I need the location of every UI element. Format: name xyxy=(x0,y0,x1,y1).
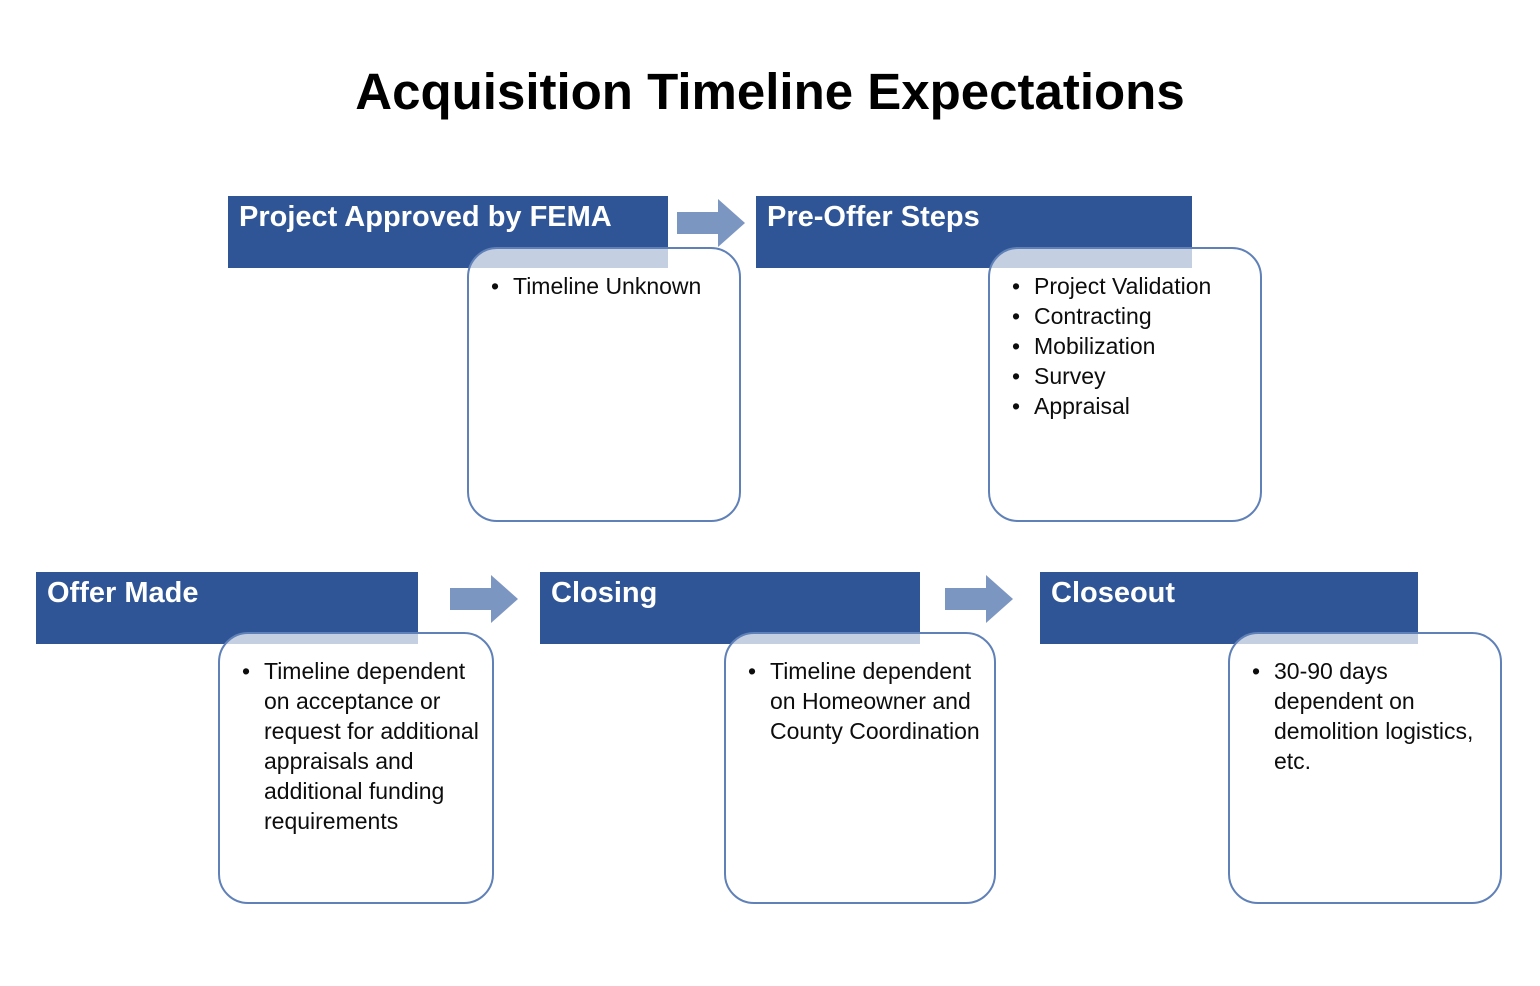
bullet-item: Project Validation xyxy=(1012,271,1257,301)
step-bar-closing: Closing xyxy=(540,572,920,644)
bullet-item: Timeline Unknown xyxy=(491,271,736,301)
bullet-list: Timeline Unknown xyxy=(469,249,739,301)
detail-box-project-approved: Timeline Unknown xyxy=(467,247,741,522)
bullet-item: Timeline dependent on Homeowner and Coun… xyxy=(748,656,991,746)
step-bar-project-approved-by-fema: Project Approved by FEMA xyxy=(228,196,668,268)
detail-box-closing: Timeline dependent on Homeowner and Coun… xyxy=(724,632,996,904)
step-bar-label: Closeout xyxy=(1051,577,1176,609)
bullet-item: Contracting xyxy=(1012,301,1257,331)
detail-box-pre-offer-steps: Project ValidationContractingMobilizatio… xyxy=(988,247,1262,522)
flow-arrow-icon xyxy=(450,575,518,623)
detail-box-closeout: 30-90 days dependent on demolition logis… xyxy=(1228,632,1502,904)
bullet-list: 30-90 days dependent on demolition logis… xyxy=(1230,634,1500,776)
step-bar-label: Pre-Offer Steps xyxy=(767,201,980,233)
step-bar-label: Closing xyxy=(551,577,658,609)
flow-arrow-icon xyxy=(945,575,1013,623)
step-bar-label: Project Approved by FEMA xyxy=(239,201,612,233)
bullet-list: Project ValidationContractingMobilizatio… xyxy=(990,249,1260,421)
bullet-list: Timeline dependent on acceptance or requ… xyxy=(220,634,492,836)
flow-arrow-icon xyxy=(677,199,745,247)
bullet-item: Survey xyxy=(1012,361,1257,391)
bullet-item: 30-90 days dependent on demolition logis… xyxy=(1252,656,1497,776)
step-bar-label: Offer Made xyxy=(47,577,199,609)
slide-title: Acquisition Timeline Expectations xyxy=(355,63,1185,120)
bullet-item: Appraisal xyxy=(1012,391,1257,421)
detail-box-offer-made: Timeline dependent on acceptance or requ… xyxy=(218,632,494,904)
bullet-list: Timeline dependent on Homeowner and Coun… xyxy=(726,634,994,746)
bullet-item: Mobilization xyxy=(1012,331,1257,361)
bullet-item: Timeline dependent on acceptance or requ… xyxy=(242,656,489,836)
